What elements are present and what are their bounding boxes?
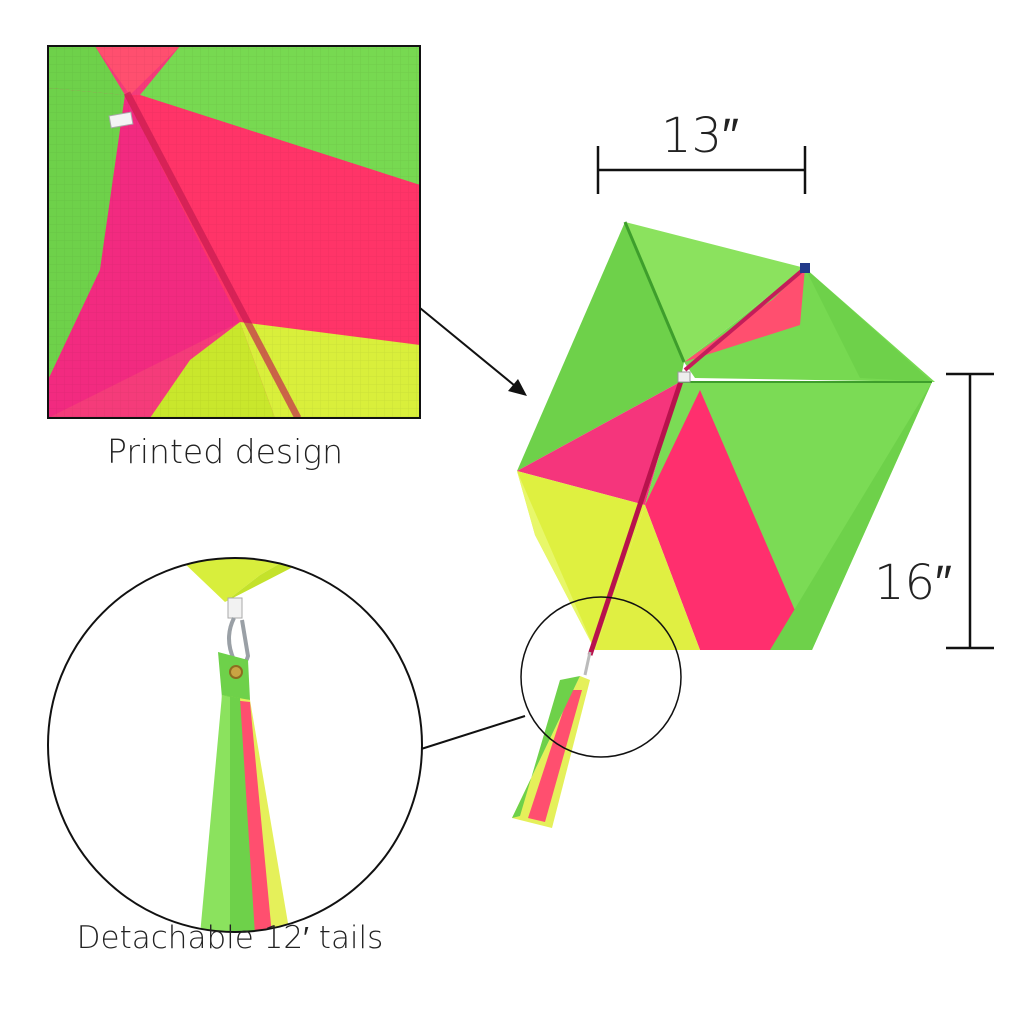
pointer-arrow <box>419 307 527 396</box>
tail-connector-line <box>417 715 526 751</box>
detachable-tails-label: Detachable 12′ tails <box>76 920 384 956</box>
tail-highlight-circle <box>520 596 682 758</box>
height-dimension-marker <box>946 372 994 650</box>
printed-design-zoom <box>47 45 421 419</box>
detachable-tails-zoom <box>47 557 423 933</box>
width-dimension-marker <box>596 146 807 194</box>
width-dimension-label: 13″ <box>660 108 740 164</box>
printed-design-label: Printed design <box>107 432 343 471</box>
box-kite <box>512 221 935 828</box>
height-dimension-label: 16″ <box>873 555 953 611</box>
